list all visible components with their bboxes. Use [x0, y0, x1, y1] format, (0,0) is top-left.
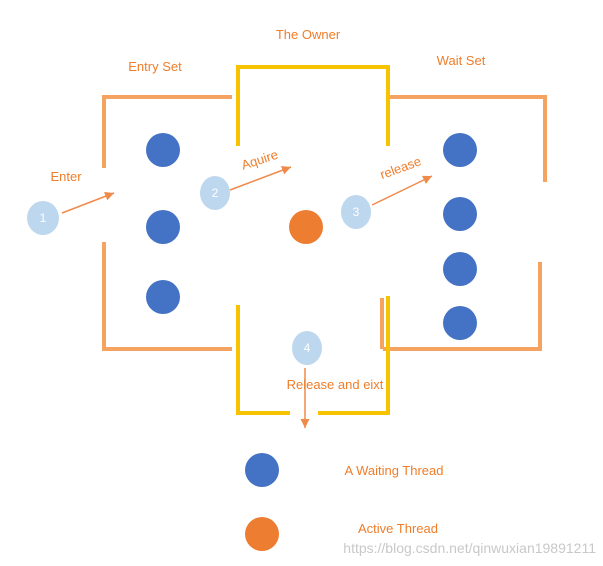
aquire-arrow [229, 165, 292, 191]
legend-active-label: Active Thread [358, 521, 438, 536]
step-number: 2 [212, 186, 219, 200]
legend-waiting-swatch [245, 453, 279, 487]
owner-wall-bottom-left [236, 305, 290, 415]
entry-waiting-thread [146, 280, 180, 314]
release-arrow [371, 175, 433, 206]
wait-set-room [380, 95, 547, 351]
release-exit-label: Release and eixt [287, 377, 384, 392]
legend: A Waiting Thread Active Thread [245, 453, 444, 551]
step-marker-1: 1 [27, 201, 59, 235]
wait-set-thread [443, 197, 477, 231]
entry-set-room [102, 95, 232, 351]
owner-label: The Owner [276, 27, 341, 42]
step-number: 3 [353, 205, 360, 219]
entry-waiting-thread [146, 133, 180, 167]
aquire-label: Aquire [239, 147, 279, 173]
owner-room [236, 65, 390, 415]
wait-set-label: Wait Set [437, 53, 486, 68]
wait-set-wall-top [388, 95, 547, 182]
enter-label: Enter [50, 169, 82, 184]
release-label: release [378, 153, 423, 182]
step-marker-4: 4 [292, 331, 322, 365]
enter-arrow [61, 192, 115, 214]
entry-set-wall-top [102, 95, 232, 168]
entry-set-wall-bottom [102, 242, 232, 351]
wait-set-thread [443, 252, 477, 286]
legend-active-swatch [245, 517, 279, 551]
owner-wall-bottom-right [318, 296, 390, 415]
wait-set-thread [443, 306, 477, 340]
wait-set-wall-bottom [383, 262, 542, 351]
owner-wall-top [236, 65, 390, 146]
wait-set-thread [443, 133, 477, 167]
watermark: https://blog.csdn.net/qinwuxian19891211 [343, 540, 596, 556]
step-number: 1 [40, 211, 47, 225]
legend-waiting-label: A Waiting Thread [345, 463, 444, 478]
step-marker-2: 2 [200, 176, 230, 210]
owner-active-thread [289, 210, 323, 244]
step-marker-3: 3 [341, 195, 371, 229]
entry-set-label: Entry Set [128, 59, 182, 74]
step-number: 4 [304, 341, 311, 355]
entry-waiting-thread [146, 210, 180, 244]
